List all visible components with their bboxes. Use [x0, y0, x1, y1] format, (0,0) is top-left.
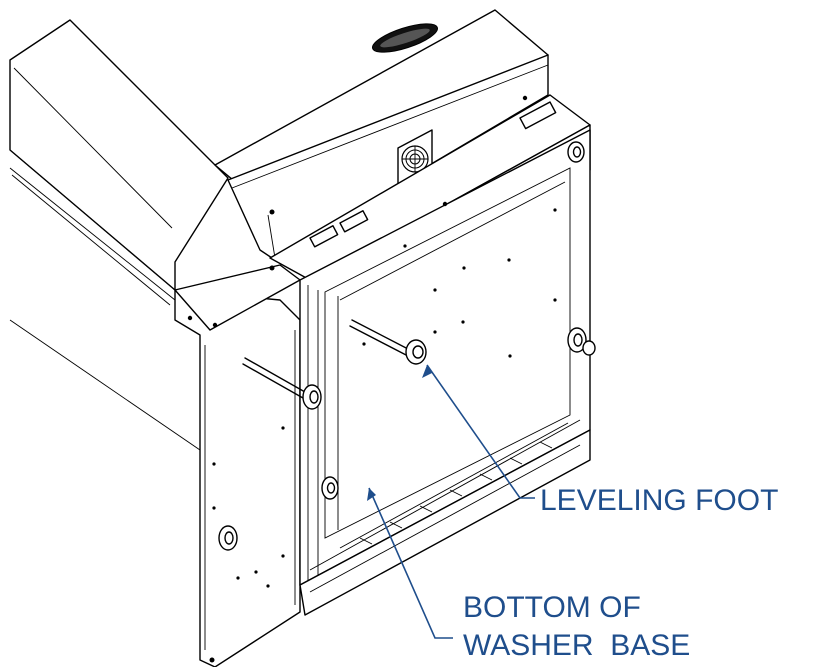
callout-bottom-of-washer-base-line2: WASHER BASE — [463, 629, 690, 662]
brand-badge-icon — [372, 23, 438, 53]
leveling-foot-bottom — [218, 476, 339, 551]
leveling-foot-center — [349, 319, 427, 365]
fastener-dots — [187, 95, 557, 663]
leveling-foot-left — [242, 357, 322, 410]
leveling-foot-right — [567, 141, 596, 356]
upper-cabinet-left — [9, 19, 229, 306]
callout-leveling-foot: LEVELING FOOT — [540, 484, 778, 517]
leader-washer-base — [367, 487, 453, 639]
base-left-side-panel — [9, 264, 301, 667]
callout-bottom-of-washer-base-line1: BOTTOM OF — [463, 591, 641, 624]
leader-leveling-foot — [422, 364, 535, 499]
upper-top-cover — [214, 9, 549, 259]
base-bottom-channel — [299, 419, 591, 616]
